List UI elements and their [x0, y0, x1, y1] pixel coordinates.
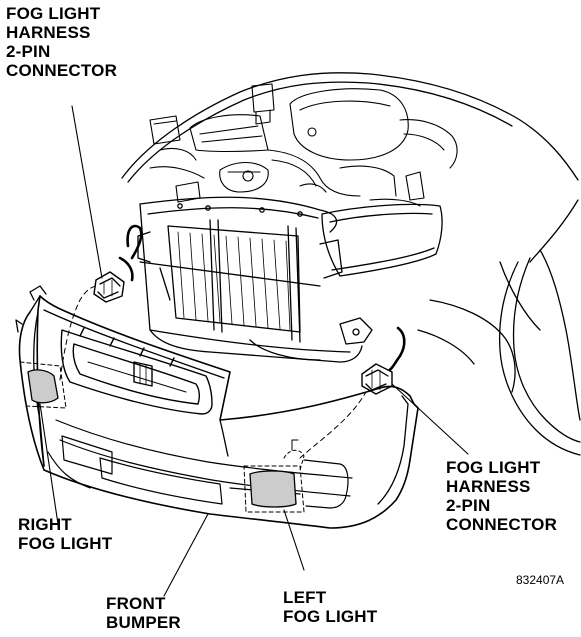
- callout-leaders: [39, 105, 469, 597]
- callout-line: 2-PIN: [446, 496, 491, 515]
- radiator-support: [137, 196, 363, 363]
- callout-right-fog-light: RIGHT FOG LIGHT: [18, 515, 112, 553]
- callout-line: FOG LIGHT: [18, 534, 113, 553]
- callout-line: FOG LIGHT: [446, 458, 541, 477]
- grille: [60, 327, 213, 415]
- upper-harness-connector: [93, 224, 143, 303]
- leader-fog-harness-top: [71, 105, 103, 279]
- headlight-assembly: [321, 203, 443, 277]
- callout-line: FOG LIGHT: [283, 607, 378, 626]
- callout-line: FOG LIGHT: [6, 4, 101, 23]
- callout-line: FRONT: [106, 594, 166, 613]
- callout-line: HARNESS: [446, 477, 531, 496]
- callout-line: BUMPER: [106, 613, 181, 632]
- bumper-lower-valance: [47, 419, 353, 509]
- leader-fog-harness-right: [391, 383, 469, 455]
- callout-line: CONNECTOR: [6, 61, 118, 80]
- right-fog-light: [19, 285, 99, 409]
- left-fog-light: [243, 391, 367, 513]
- front-bumper: [15, 285, 419, 529]
- callout-line: CONNECTOR: [446, 515, 558, 534]
- callout-line: 2-PIN: [6, 42, 51, 61]
- callout-line: HARNESS: [6, 23, 91, 42]
- engine-components: [149, 83, 458, 207]
- callout-line: LEFT: [283, 588, 327, 607]
- figure-code: 832407A: [516, 573, 565, 587]
- callout-front-bumper: FRONT BUMPER: [106, 594, 181, 632]
- callout-fog-harness-top: FOG LIGHT HARNESS 2-PIN CONNECTOR: [6, 4, 117, 80]
- callout-left-fog-light: LEFT FOG LIGHT: [283, 588, 377, 626]
- callout-fog-harness-right: FOG LIGHT HARNESS 2-PIN CONNECTOR: [446, 458, 557, 534]
- leader-front-bumper: [163, 513, 209, 597]
- lower-harness-connector: [339, 317, 406, 395]
- leader-right-fog-light: [39, 403, 59, 525]
- callout-line: RIGHT: [18, 515, 72, 534]
- vehicle-front-body: [121, 72, 581, 456]
- leader-left-fog-light: [283, 509, 305, 571]
